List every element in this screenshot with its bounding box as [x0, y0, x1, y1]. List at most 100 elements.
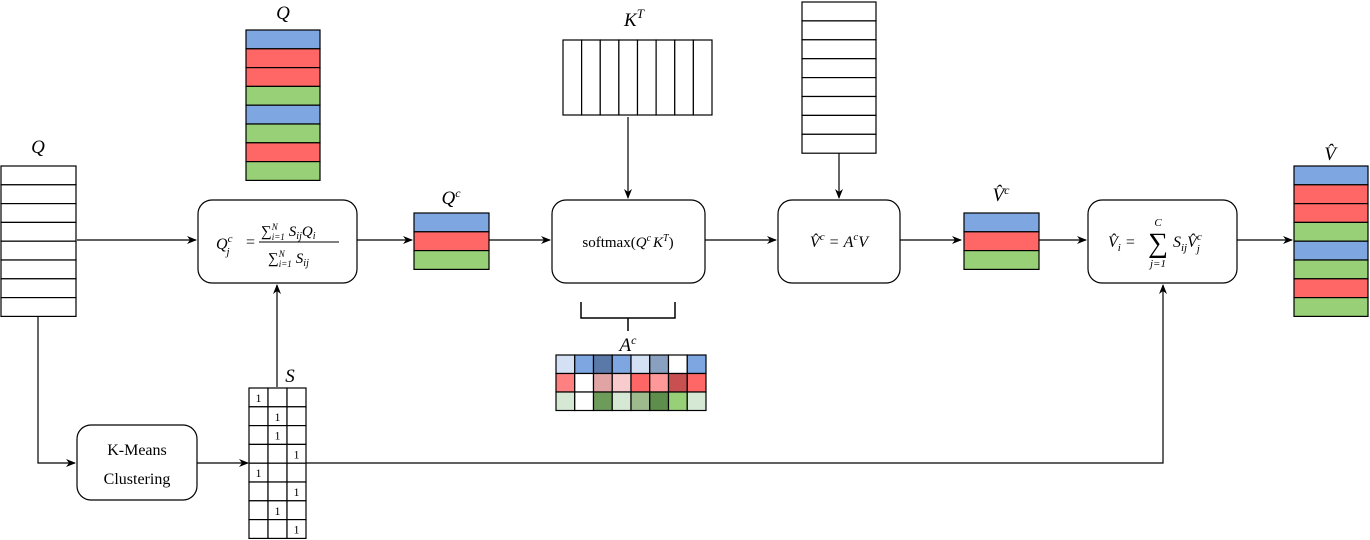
v-hat-c-row [963, 231, 1040, 252]
attention-cell [555, 354, 576, 375]
svg-text:V̂i=: V̂i= [1108, 232, 1135, 254]
v-row [801, 76, 877, 98]
k-transpose-column [674, 39, 694, 116]
s-matrix-cell [286, 462, 307, 483]
attention-cell [630, 372, 651, 393]
svg-text:=: = [246, 234, 255, 251]
attention-cell [649, 354, 670, 375]
output-label: V̂ [1324, 144, 1338, 165]
q-left-row [0, 278, 77, 299]
attention-cell [574, 391, 595, 412]
s-matrix-value: 1 [256, 466, 262, 480]
s-matrix-value: 1 [256, 391, 262, 405]
output-row [1293, 203, 1369, 224]
v-row [801, 1, 877, 22]
softmax-box [551, 199, 706, 284]
svg-text:SijV̂cj: SijV̂cj [1173, 231, 1202, 255]
attention-cell [630, 354, 651, 375]
output-row [1293, 184, 1369, 205]
bracket [580, 302, 676, 331]
s-matrix-cell [286, 518, 307, 539]
s-matrix-cell [248, 518, 269, 539]
kmeans-box [76, 424, 198, 501]
output-row [1293, 278, 1369, 299]
attention-cell [611, 372, 632, 393]
attention-cell [649, 372, 670, 393]
q-left-matrix [0, 165, 77, 318]
s-matrix-value: 1 [294, 447, 300, 461]
s-matrix-cell [248, 481, 269, 502]
q-left-row [0, 165, 77, 186]
s-matrix-cell [286, 500, 307, 521]
output-row [1293, 240, 1369, 261]
v-matrix [801, 1, 877, 154]
attention-matrix [555, 354, 707, 412]
s-matrix-cell [267, 387, 288, 408]
v-hat-c-matrix [963, 212, 1040, 271]
svg-text:C: C [1154, 217, 1162, 229]
attention-cell [611, 354, 632, 375]
k-transpose-column [655, 39, 676, 116]
s-matrix-cell [267, 462, 288, 483]
attention-cell [574, 372, 595, 393]
s-matrix-label: S [285, 366, 295, 387]
attention-cell [667, 354, 688, 375]
edge-q-to-kmeans [37, 317, 76, 467]
q-c-row [413, 250, 490, 271]
attention-cell [686, 372, 707, 393]
attention-cell [592, 354, 613, 375]
edge-s-to-broadcast [306, 284, 1167, 464]
attention-cell [592, 391, 613, 412]
attention-cell [649, 391, 670, 412]
k-transpose-column [692, 39, 713, 116]
broadcast-box [1087, 199, 1238, 284]
q-clustered-row [245, 29, 321, 50]
v-hat-c-formula: V̂c=AcV [810, 231, 870, 251]
attention-cell [592, 372, 613, 393]
k-transpose-matrix [562, 39, 713, 116]
s-matrix-value: 1 [275, 429, 281, 443]
s-matrix-value: 1 [294, 485, 300, 499]
k-transpose-column [636, 39, 657, 116]
svg-text:j=1: j=1 [1148, 258, 1166, 270]
s-matrix-cell [286, 425, 307, 446]
q-left-row [0, 184, 77, 205]
s-matrix-cell [286, 387, 307, 408]
output-row [1293, 259, 1369, 280]
attention-label: Ac [618, 333, 638, 356]
output-row [1293, 165, 1369, 186]
q-c-row [413, 231, 490, 252]
s-matrix-cell [286, 406, 307, 427]
edges [37, 117, 1293, 467]
attention-cell [555, 391, 576, 412]
attention-cell [667, 372, 688, 393]
v-row [801, 58, 877, 79]
q-c-matrix [413, 212, 490, 271]
output-row [1293, 221, 1369, 242]
q-left-row [0, 297, 77, 318]
v-row [801, 39, 877, 60]
v-hat-c-row [963, 212, 1040, 233]
s-matrix-cell [248, 425, 269, 446]
attention-cell [686, 354, 707, 375]
attention-cell [611, 391, 632, 412]
k-transpose-column [618, 39, 639, 116]
kmeans-label-line1: K-Means [107, 442, 167, 459]
v-row [801, 95, 877, 116]
svg-text:Qcj: Qcj [216, 233, 233, 258]
attention-cell [667, 391, 688, 412]
k-transpose-label: KT [623, 6, 645, 31]
q-clustered-row [245, 161, 321, 182]
attention-cell [574, 354, 595, 375]
s-matrix-cell [248, 500, 269, 521]
output-matrix [1293, 165, 1369, 318]
v-row [801, 133, 877, 154]
q-clustered-row [245, 104, 321, 125]
q-left-row [0, 259, 77, 280]
s-matrix-value: 1 [275, 410, 281, 424]
s-matrix-cell [267, 518, 288, 539]
